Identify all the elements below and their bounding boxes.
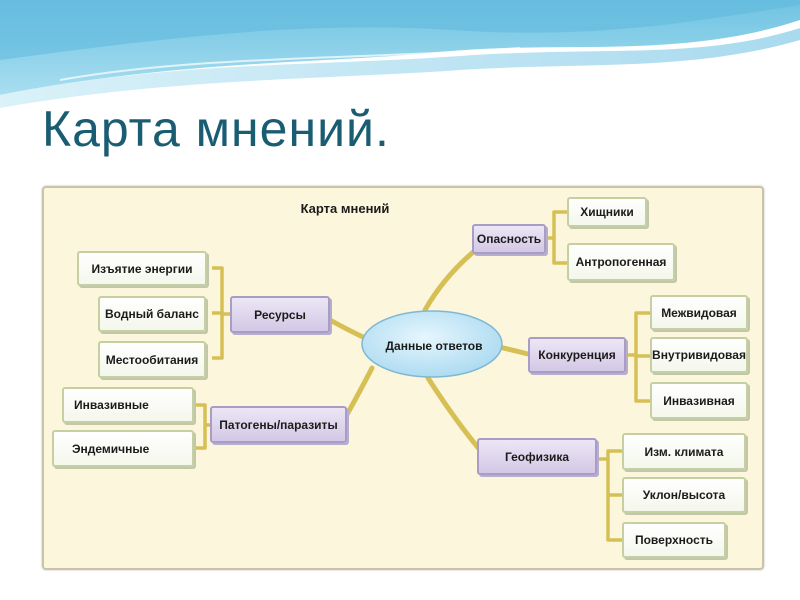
leaf-resources-2: Водный баланс [98,296,206,332]
category-resources: Ресурсы [230,296,330,333]
category-geophysics: Геофизика [477,438,597,475]
slide-title: Карта мнений. [42,101,390,157]
category-danger: Опасность [472,224,546,254]
leaf-pathogens-2: Эндемичные [52,430,194,467]
bracket-pathogens [195,403,210,450]
leaf-geophysics-3: Поверхность [622,522,726,558]
connector-resources [327,317,368,341]
connector-geophysics [425,375,483,453]
leaf-competition-2: Внутривидовая [650,337,748,373]
center-ellipse [361,310,503,378]
header-wave-decoration [0,0,800,108]
bracket-geophysics [597,449,622,542]
leaf-danger-2: Антропогенная [567,243,675,281]
mind-map-title: Карта мнений [300,201,390,216]
leaf-pathogens-1: Инвазивные [62,387,194,423]
leaf-resources-1: Изъятие энергии [77,251,207,286]
bracket-competition [628,311,650,403]
leaf-danger-1: Хищники [567,197,647,227]
leaf-geophysics-1: Изм. климата [622,433,746,470]
bracket-resources [212,266,230,360]
connector-danger [422,245,481,313]
leaf-competition-1: Межвидовая [650,295,748,330]
bracket-danger [545,210,567,265]
category-competition: Конкуренция [528,337,626,373]
leaf-geophysics-2: Уклон/высота [622,477,746,513]
category-pathogens: Патогены/паразиты [210,406,347,443]
center-node-label: Данные ответов [385,339,483,353]
leaf-competition-3: Инвазивная [650,382,748,419]
leaf-resources-3: Местообитания [98,341,206,378]
connector-pathogens [342,365,375,421]
